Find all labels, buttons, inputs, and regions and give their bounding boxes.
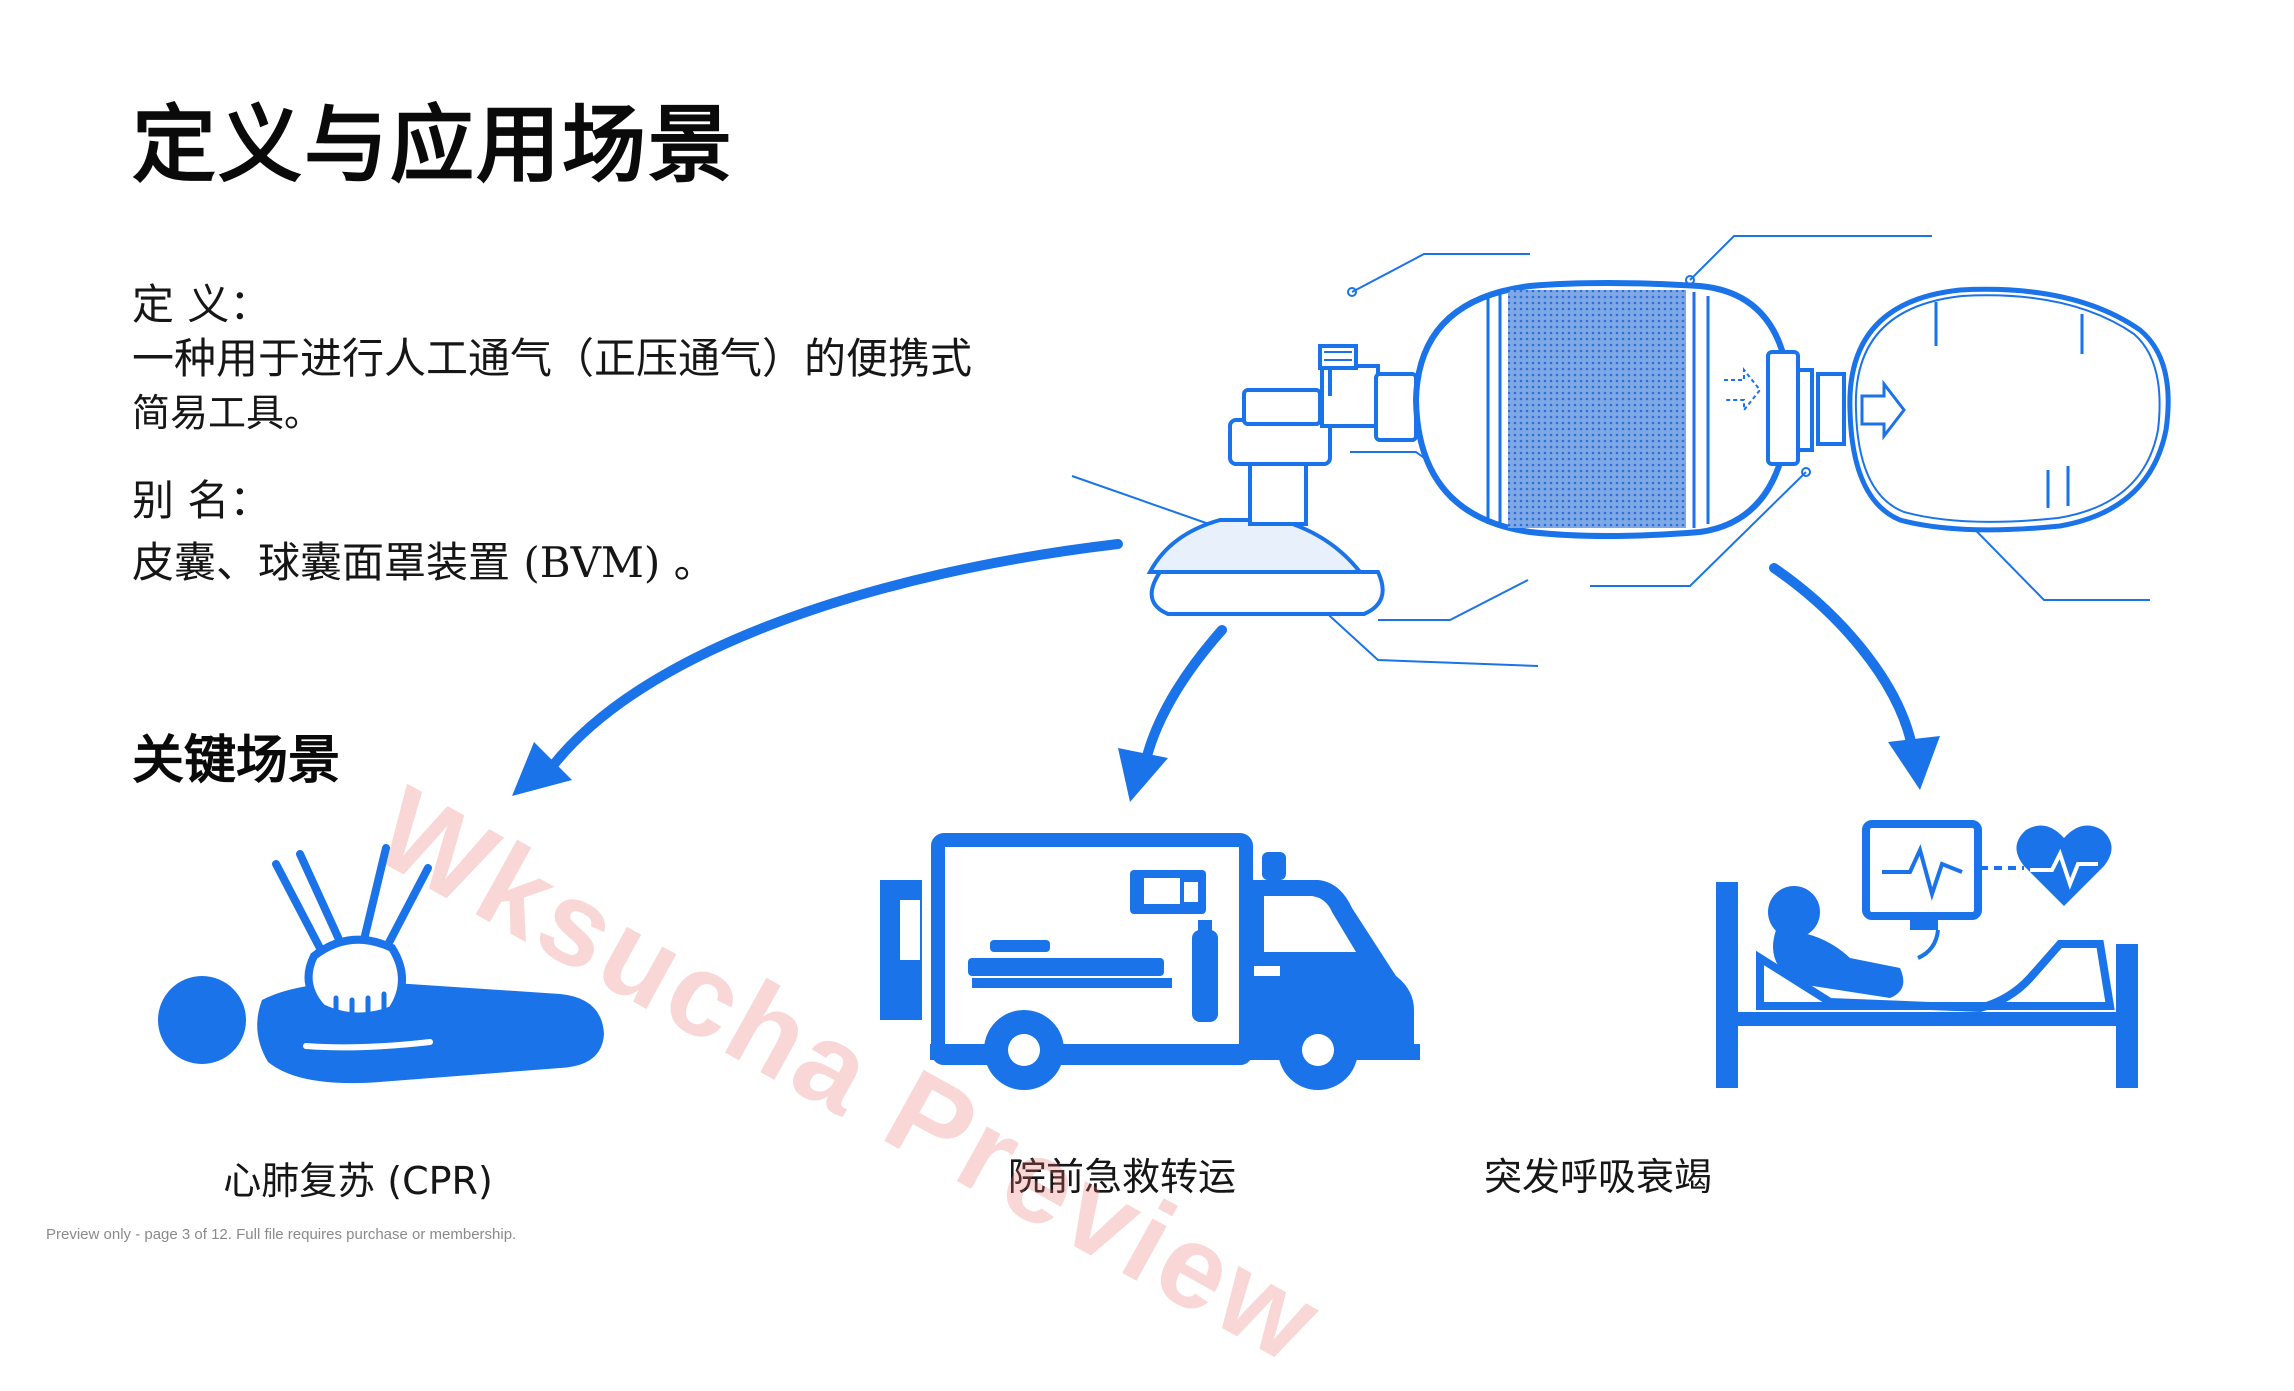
definition-label: 定 义：	[132, 280, 272, 329]
scenarios-heading: 关键场景	[132, 731, 341, 791]
definition-text: 一种用于进行人工通气（正压通气）的便携式	[132, 334, 973, 383]
arrow-to-cpr	[512, 539, 1123, 796]
alias-text: 皮囊、球囊面罩装置 (BVM) 。	[132, 538, 716, 587]
preview-footer: Preview only - page 3 of 12. Full file r…	[46, 1226, 517, 1243]
alias-label: 别 名：	[132, 476, 272, 525]
ambulance-icon	[880, 833, 1420, 1090]
hospital-bed-icon	[1716, 820, 2138, 1088]
bag-valve-mask-icon	[1071, 235, 2171, 667]
arrow-to-ambulance	[1118, 625, 1227, 802]
caption-respiratory-failure: 突发呼吸衰竭	[1483, 1155, 1713, 1199]
arrow-to-hospital	[1769, 563, 1940, 790]
caption-ambulance: 院前急救转运	[1007, 1155, 1237, 1199]
page-title: 定义与应用场景	[132, 96, 735, 194]
definition-text-continued: 简易工具。	[132, 391, 323, 435]
cpr-icon	[158, 844, 604, 1084]
illustration	[158, 235, 2171, 1090]
caption-cpr: 心肺复苏 (CPR)	[223, 1159, 493, 1203]
